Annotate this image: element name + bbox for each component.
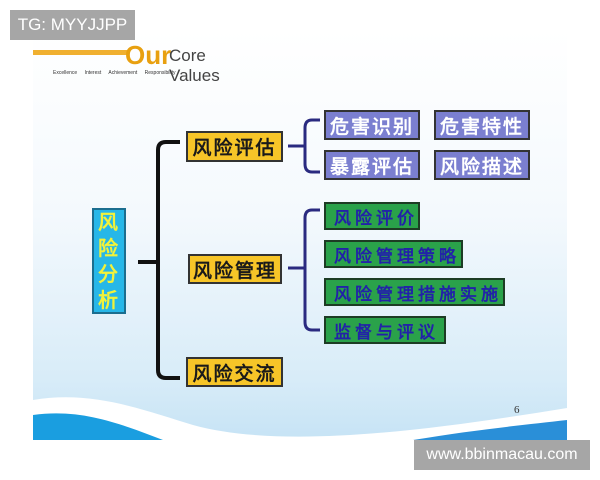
branch-risk-assessment: 风险评估 <box>186 131 283 162</box>
monitoring-review: 监督与评议 <box>324 316 446 344</box>
risk-management-strategy: 风险管理策略 <box>324 240 463 268</box>
core-values-logo: Our Core Values Excellence Interest Achi… <box>33 38 243 85</box>
watermark-top: TG: MYYJJPP <box>10 10 135 40</box>
page-number: 6 <box>514 404 520 416</box>
root-char: 风 <box>98 210 120 234</box>
hazard-characterization: 危害特性 <box>434 110 530 140</box>
root-char: 析 <box>98 288 120 312</box>
root-bracket <box>138 140 180 380</box>
logo-core-values: Core Values <box>169 46 220 85</box>
root-char: 险 <box>98 236 120 260</box>
branch-risk-management: 风险管理 <box>188 254 282 284</box>
branch-risk-communication: 风险交流 <box>186 357 283 387</box>
risk-management-implementation: 风险管理措施实施 <box>324 278 505 306</box>
watermark-bottom: www.bbinmacau.com <box>414 440 590 470</box>
exposure-assessment: 暴露评估 <box>324 150 420 180</box>
assessment-bracket <box>288 118 320 174</box>
logo-subtitle: Excellence Interest Achievement Responsi… <box>53 70 176 76</box>
hazard-identification: 危害识别 <box>324 110 420 140</box>
wave-background <box>33 397 567 440</box>
root-node: 风 险 分 析 <box>92 208 126 314</box>
root-char: 分 <box>98 262 120 286</box>
risk-characterization: 风险描述 <box>434 150 530 180</box>
management-bracket <box>288 208 320 332</box>
logo-our: Our <box>125 40 172 70</box>
risk-evaluation: 风险评价 <box>324 202 420 230</box>
